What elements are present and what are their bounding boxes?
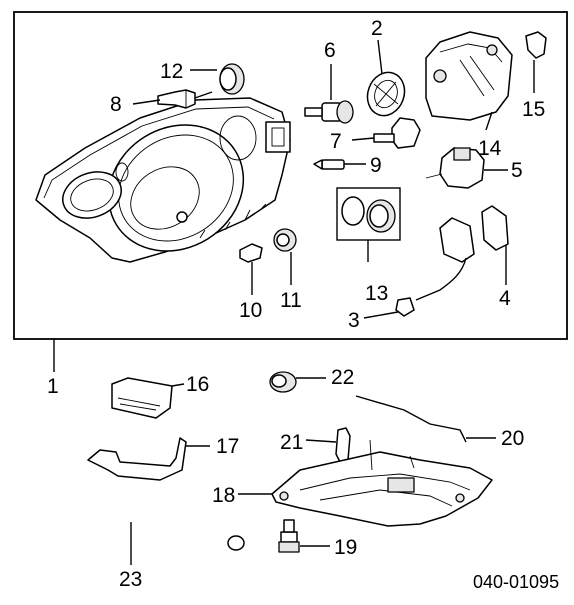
callout-15: 15 [522, 98, 545, 121]
part-22-grommet [269, 371, 326, 393]
callout-19: 19 [334, 536, 357, 559]
callout-5: 5 [511, 159, 523, 182]
callout-4: 4 [499, 287, 511, 310]
callout-1: 1 [47, 375, 59, 398]
part-11-socket [273, 228, 297, 285]
part-19-actuator [278, 519, 330, 553]
callout-18: 18 [212, 484, 235, 507]
part-2-cap [366, 39, 406, 117]
part-3-igniter [363, 297, 415, 319]
part-12-grommet [190, 63, 245, 95]
reference-code: 040-01095 [473, 572, 559, 592]
callout-20: 20 [501, 427, 524, 450]
part-18-base-plate [238, 439, 493, 527]
part-15-clip [525, 31, 547, 93]
part-16-module [111, 377, 185, 419]
callout-22: 22 [331, 366, 354, 389]
callout-13: 13 [365, 282, 388, 305]
part-17-bracket [87, 437, 210, 481]
callout-10: 10 [239, 299, 262, 322]
callout-16: 16 [186, 373, 209, 396]
callout-2: 2 [371, 17, 383, 40]
callout-9: 9 [370, 154, 382, 177]
part-13-seal-kit [336, 187, 401, 262]
headlight-housing [35, 97, 291, 263]
callout-3: 3 [348, 309, 360, 332]
callout-8: 8 [110, 93, 122, 116]
part-5-motor [425, 147, 508, 189]
callout-23: 23 [119, 568, 142, 591]
part-10-bulb [239, 243, 263, 295]
part-4-ballast [415, 205, 509, 301]
callout-21: 21 [280, 431, 303, 454]
part-9-bulb [313, 159, 366, 170]
part-14-cover [425, 31, 513, 131]
callout-17: 17 [216, 435, 239, 458]
part-23-hose [102, 506, 245, 565]
part-20-rod [355, 395, 496, 443]
part-21-clip [305, 427, 351, 463]
part-6-bulb [304, 64, 354, 124]
callout-12: 12 [160, 60, 183, 83]
callout-6: 6 [324, 39, 336, 62]
callout-7: 7 [330, 130, 342, 153]
part-8-socket [132, 89, 213, 109]
headlight-assembly-frame [13, 11, 568, 340]
part-7-bulb [351, 117, 421, 149]
callout-14: 14 [478, 137, 502, 160]
callout-11: 11 [280, 289, 302, 312]
